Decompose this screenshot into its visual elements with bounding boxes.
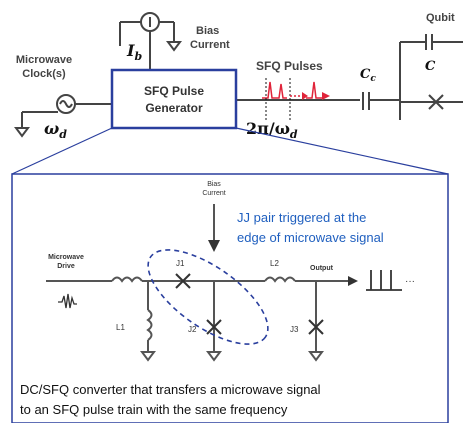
jj-pair-highlight <box>147 249 269 345</box>
ground-symbol-left <box>14 127 30 138</box>
omega-d-label: ωd <box>44 119 67 141</box>
inductor-l1 <box>146 309 153 341</box>
caption-line-2: to an SFQ pulse train with the same freq… <box>20 402 288 417</box>
period-label: 2π/ωd <box>246 119 298 141</box>
cc-label: Cc <box>360 67 376 84</box>
pulse-arrow-head <box>322 92 330 100</box>
annotation-line-2: edge of microwave signal <box>237 230 384 245</box>
inset-panel <box>11 173 449 423</box>
qubit-label: Qubit <box>426 12 455 24</box>
ground-symbol <box>308 351 324 362</box>
top-schematic <box>14 12 463 138</box>
microwave-drive-label-1: Microwave <box>48 254 84 261</box>
ground-symbol <box>206 351 222 362</box>
output-arrow-head <box>348 276 358 286</box>
josephson-junction-j2-icon <box>206 319 222 335</box>
l2-label: L2 <box>270 259 279 268</box>
bias-current-label-2: Current <box>190 39 230 51</box>
inset-circuit <box>46 204 350 362</box>
sfq-pulses-label: SFQ Pulses <box>256 59 323 73</box>
l1-label: L1 <box>116 323 125 332</box>
bias-arrow-head <box>208 240 220 252</box>
output-label: Output <box>310 265 334 272</box>
annotation-line-1: JJ pair triggered at the <box>237 210 366 225</box>
bias-current-label-1: Bias <box>196 25 219 37</box>
inset-bias-label-2: Current <box>202 190 225 197</box>
inductor-l2 <box>264 276 296 283</box>
inset-bias-label-1: Bias <box>207 181 221 188</box>
qubit-c-label: C <box>425 59 436 74</box>
j3-label: J3 <box>290 325 299 334</box>
microwave-waveform-icon <box>58 293 77 309</box>
josephson-junction-icon <box>428 94 444 110</box>
output-pulse-train-icon <box>366 270 402 291</box>
josephson-junction-j1-icon <box>175 273 191 289</box>
sfq-generator-label-2: Generator <box>145 101 203 115</box>
pulse-dots: ··· <box>405 276 415 287</box>
ground-symbol <box>140 351 156 362</box>
junctions <box>175 273 324 335</box>
j2-label: J2 <box>188 325 197 334</box>
sfq-generator-box <box>110 68 238 130</box>
zoom-line <box>235 127 449 175</box>
sfq-generator-label-1: SFQ Pulse <box>144 84 204 98</box>
microwave-clock-label-2: Clock(s) <box>22 68 66 80</box>
josephson-junction-j3-icon <box>308 319 324 335</box>
inductor-input <box>111 276 143 283</box>
caption-line-1: DC/SFQ converter that transfers a microw… <box>20 382 321 397</box>
j1-label: J1 <box>176 259 185 268</box>
pulse-arrow-head <box>302 92 308 100</box>
sine-glyph <box>59 100 73 108</box>
ib-label: Ib <box>126 41 142 63</box>
ground-symbol-bias <box>166 41 182 52</box>
microwave-clock-label-1: Microwave <box>16 54 72 66</box>
zoom-line <box>11 127 113 175</box>
microwave-drive-label-2: Drive <box>57 263 75 270</box>
